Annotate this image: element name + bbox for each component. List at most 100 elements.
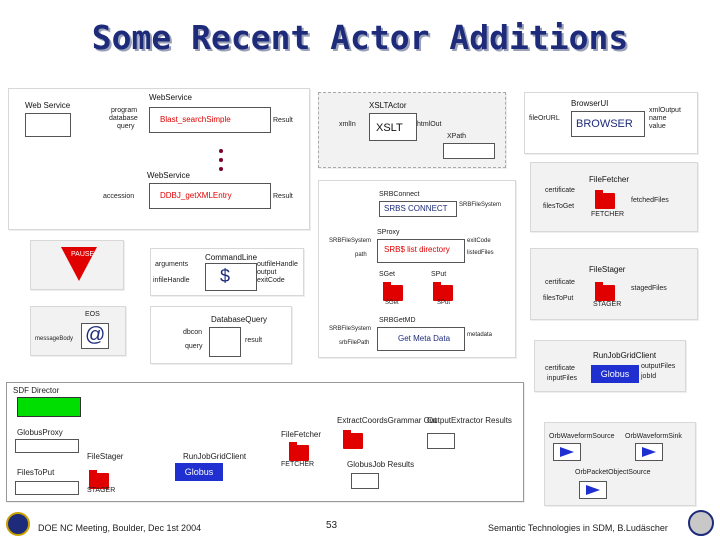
ddbj-label: DDBJ_getXMLEntry: [160, 191, 232, 200]
file-stager-icon[interactable]: [89, 470, 109, 489]
globus-actor[interactable]: Globus: [175, 463, 223, 481]
globus-job-display[interactable]: [351, 473, 379, 489]
xpath-label: XPath: [447, 133, 467, 140]
srb-connect-body: SRBS CONNECT: [384, 204, 448, 213]
webservice-panel: Web Service WebService program database …: [8, 88, 310, 230]
sdm-seal-icon: [688, 510, 714, 536]
file-stager-label: FileStager: [87, 452, 124, 461]
director-block[interactable]: [17, 397, 81, 417]
cmdline-panel: CommandLine arguments infileHandle $ out…: [150, 248, 304, 296]
filefetcher-panel: FileFetcher certificate filesToGet FETCH…: [530, 162, 698, 232]
cmdline-out-1: outfileHandle: [257, 261, 298, 268]
xslt-body: XSLT: [376, 122, 403, 134]
runjob-actor[interactable]: Globus: [591, 365, 639, 383]
cmdline-actor[interactable]: $: [205, 263, 257, 291]
xpath-actor[interactable]: [443, 143, 495, 159]
filefetcher-body: FETCHER: [591, 211, 625, 218]
file-fetcher-icon[interactable]: [289, 442, 309, 461]
slide-title: Some Recent Actor Additions: [91, 18, 629, 57]
srb-getmd-in-2: srbFilePath: [339, 340, 370, 346]
globus-proxy-label: GlobusProxy: [17, 428, 63, 437]
pause-panel: PAUSE: [30, 240, 124, 290]
orb-sink-actor[interactable]: [635, 443, 663, 461]
webservice-node-label: Web Service: [25, 101, 71, 110]
browser-in: fileOrURL: [529, 115, 560, 122]
srb-getmd-header: SRBGetMD: [379, 317, 416, 324]
webservice-header-2: WebService: [147, 171, 190, 180]
srb-panel: SRBConnect SRBS CONNECT SRBFileSystem SP…: [318, 180, 516, 358]
browser-body: BROWSER: [576, 118, 633, 130]
srb-proxy-out-1: exitCode: [467, 238, 491, 244]
pause-icon[interactable]: [59, 245, 99, 283]
orb-source-label: OrbWaveformSource: [549, 433, 615, 440]
cmdline-out-3: exitCode: [257, 277, 285, 284]
filestager-icon[interactable]: [595, 282, 615, 301]
blast-actor[interactable]: Blast_searchSimple: [149, 107, 271, 133]
runjob-header: RunJobGridClient: [593, 351, 657, 360]
cmdline-out-2: output: [257, 269, 277, 276]
footer-right: Semantic Technologies in SDM, B.Ludäsche…: [488, 523, 668, 533]
extract-icon[interactable]: [343, 430, 363, 449]
ddbj-actor[interactable]: DDBJ_getXMLEntry: [149, 183, 271, 209]
srb-proxy-actor[interactable]: SRB$ list directory: [377, 239, 465, 263]
xslt-header: XSLTActor: [369, 101, 407, 110]
output-extractor-display[interactable]: [427, 433, 455, 449]
footer-left: DOE NC Meeting, Boulder, Dec 1st 2004: [38, 523, 202, 533]
pause-label: PAUSE: [71, 251, 95, 258]
xslt-out: htmlOut: [417, 121, 442, 128]
dbquery-header: DatabaseQuery: [211, 315, 268, 324]
run-job-label: RunJobGridClient: [183, 452, 247, 461]
email-panel: EOS messageBody @: [30, 306, 126, 356]
orb-sink-label: OrbWaveformSink: [625, 433, 682, 440]
in-query: query: [117, 123, 135, 130]
email-actor[interactable]: @: [81, 323, 109, 349]
filefetcher-header: FileFetcher: [589, 175, 630, 184]
out-result-1: Result: [273, 117, 293, 124]
filestager-out: stagedFiles: [631, 285, 667, 292]
srb-connect-out: SRBFileSystem: [459, 202, 502, 208]
dots-divider: [219, 149, 223, 179]
xslt-in: xmlIn: [339, 121, 356, 128]
footer-page: 53: [326, 520, 338, 531]
srb-sput-label: SPut: [431, 271, 447, 278]
srb-proxy-body: SRB$ list directory: [384, 245, 450, 254]
files-to-put-actor[interactable]: [15, 481, 79, 495]
orb-panel: OrbWaveformSource OrbWaveformSink OrbPac…: [544, 422, 696, 506]
globus-job-label: GlobusJob Results: [347, 460, 415, 469]
orb-packet-actor[interactable]: [579, 481, 607, 499]
browser-panel: BrowserUI fileOrURL BROWSER xmlOutput na…: [524, 92, 698, 154]
srb-proxy-in-2: path: [355, 252, 367, 258]
browser-out-2: name: [649, 115, 667, 122]
srb-getmd-actor[interactable]: Get Meta Data: [377, 327, 465, 351]
srb-connect-actor[interactable]: SRBS CONNECT: [379, 201, 457, 217]
extract-label: ExtractCoordsGrammar Out: [337, 416, 437, 425]
srb-sget-label: SGet: [379, 271, 395, 278]
srb-proxy-header: SProxy: [377, 229, 400, 236]
orb-source-actor[interactable]: [553, 443, 581, 461]
out-result-2: Result: [273, 193, 293, 200]
filestager-header: FileStager: [589, 265, 626, 274]
filestager-panel: FileStager certificate filesToPut STAGER…: [530, 248, 698, 320]
cmdline-in-2: infileHandle: [153, 277, 190, 284]
srb-getmd-in-1: SRBFileSystem: [329, 326, 372, 332]
srb-sput-icon[interactable]: [433, 282, 453, 301]
dbquery-actor[interactable]: [209, 327, 241, 357]
xslt-actor[interactable]: XSLT: [369, 113, 417, 141]
blast-label: Blast_searchSimple: [160, 115, 231, 124]
browser-out-3: value: [649, 123, 666, 130]
email-in: messageBody: [35, 336, 74, 342]
cmdline-in-1: arguments: [155, 261, 189, 268]
runjob-panel: RunJobGridClient certificate inputFiles …: [534, 340, 686, 392]
srb-sget-icon[interactable]: [383, 282, 403, 301]
globus-proxy-actor[interactable]: [15, 439, 79, 453]
doe-seal-icon: [6, 512, 30, 536]
browser-actor[interactable]: BROWSER: [571, 111, 645, 137]
dbquery-out: result: [245, 337, 263, 344]
dbquery-in-2: query: [185, 343, 203, 350]
orb-packet-label: OrbPacketObjectSource: [575, 469, 651, 476]
webservice-node-box[interactable]: [25, 113, 71, 137]
filefetcher-icon[interactable]: [595, 190, 615, 209]
workflow-panel: SDF Director GlobusProxy FileStager STAG…: [6, 382, 524, 502]
stager-label: STAGER: [87, 487, 116, 494]
play-icon: [586, 485, 600, 495]
